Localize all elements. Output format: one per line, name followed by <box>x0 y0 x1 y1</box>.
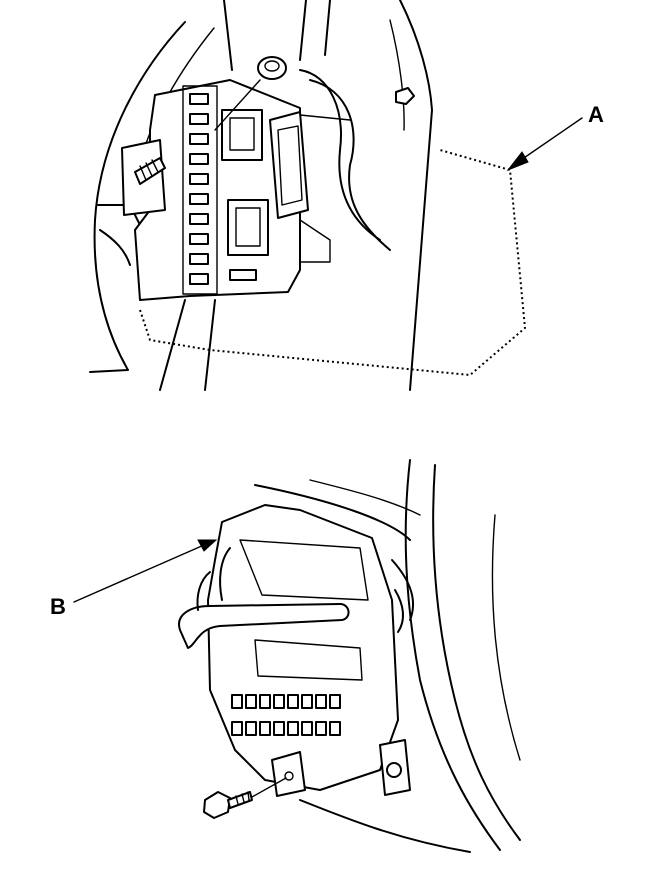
cover-ridge-2 <box>254 639 363 681</box>
fuse-column <box>182 85 218 295</box>
cover-ridge <box>239 539 369 601</box>
kick-panel-line <box>399 0 433 391</box>
dash-lower-edge <box>254 484 411 541</box>
tab-hole <box>284 771 294 781</box>
floor-edge <box>299 799 471 853</box>
fuse-box-housing <box>207 504 399 791</box>
kick-panel-inner <box>432 464 521 841</box>
bracket-nut <box>386 762 402 778</box>
wire-harness <box>299 69 381 241</box>
clip <box>395 87 415 105</box>
side-trim <box>99 229 131 266</box>
kick-panel-line-2 <box>389 19 405 131</box>
top-nut <box>214 56 287 131</box>
kick-panel-outer <box>404 459 501 851</box>
side-wiring <box>391 559 415 633</box>
top-view <box>89 0 583 391</box>
lower-tab <box>271 751 306 797</box>
callout-label-b: B <box>50 594 66 619</box>
wire-harness-2 <box>309 79 391 251</box>
connector-cable <box>178 603 350 649</box>
relay-block <box>221 109 309 281</box>
callout-label-a: A <box>588 102 604 127</box>
mounting-bolt <box>203 777 287 819</box>
connector-cable-2 <box>196 547 231 611</box>
bottom-view <box>73 459 521 853</box>
floor-line-1 <box>159 299 216 391</box>
callout-arrow-a <box>506 117 583 172</box>
kick-panel-far <box>491 514 521 761</box>
dash-panel-edge <box>89 21 186 373</box>
stud-bolt <box>134 157 166 185</box>
callout-arrow-b <box>73 539 218 603</box>
steering-column <box>223 0 331 71</box>
removed-panel-outline <box>139 149 527 377</box>
fuse-grid <box>231 694 341 736</box>
dash-lower-edge-2 <box>309 479 421 516</box>
wire-harness-3 <box>299 114 351 263</box>
